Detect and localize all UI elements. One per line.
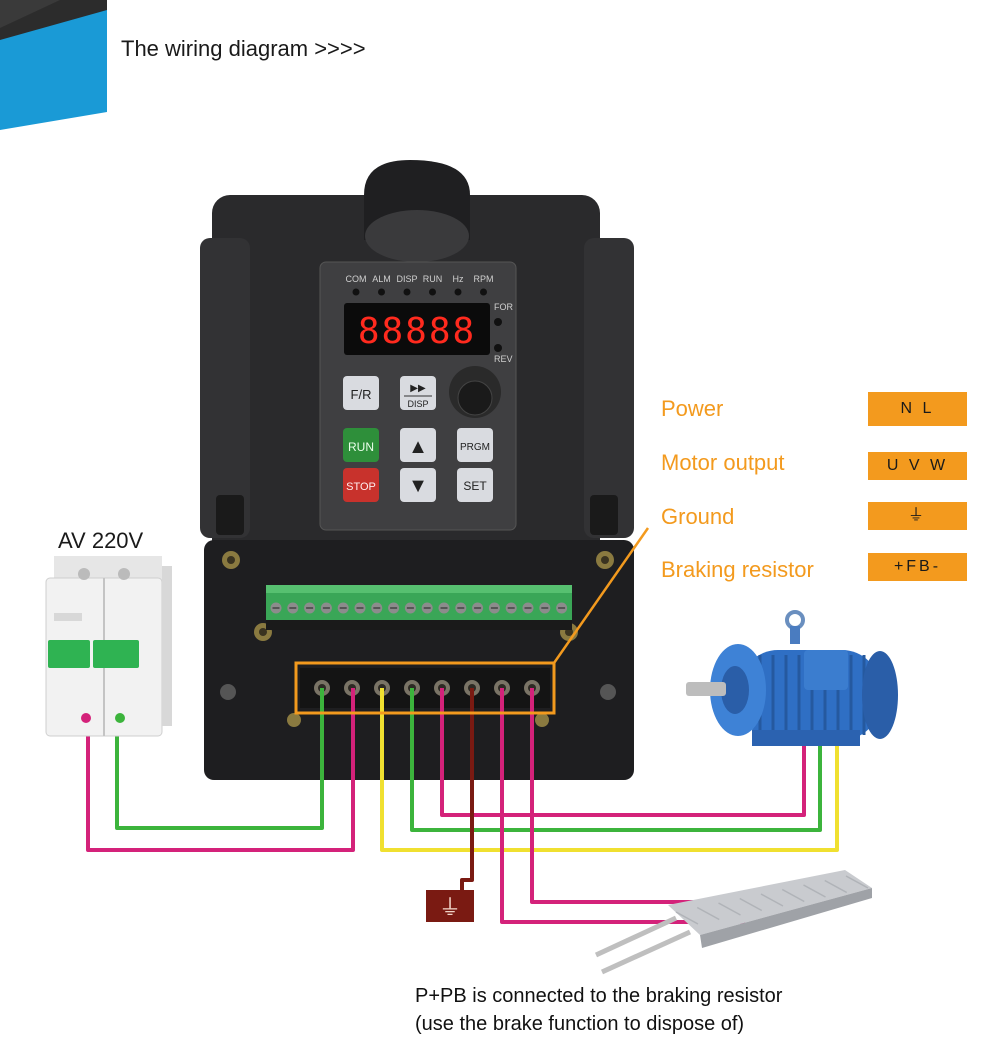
indicator-label-alm: ALM: [372, 274, 391, 284]
wire-motor-w: [440, 688, 806, 817]
fast-forward-icon: ▶▶: [410, 383, 426, 394]
speed-knob[interactable]: [449, 366, 501, 418]
indicator-for: FOR: [494, 302, 513, 312]
page-title: The wiring diagram >>>>: [121, 36, 366, 61]
indicator-led: [454, 288, 462, 296]
wire-power-n: [115, 688, 324, 830]
fr-button-label: F/R: [351, 387, 372, 402]
legend-label-braking-resistor: Braking resistor: [661, 557, 814, 582]
braking-note-line2: (use the brake function to dispose of): [415, 1013, 745, 1035]
prgm-button[interactable]: PRGM: [457, 428, 493, 462]
set-button[interactable]: SET: [457, 468, 493, 502]
led-display: 88888: [358, 311, 476, 352]
stop-button-label: STOP: [346, 481, 376, 493]
indicator-led: [378, 288, 385, 296]
indicator-label-disp: DISP: [396, 274, 417, 284]
circuit-breaker: [45, 556, 172, 737]
wire-power-l: [86, 688, 355, 852]
stop-button[interactable]: STOP: [343, 468, 379, 502]
ground-terminal-box: ⏚: [426, 890, 474, 922]
fr-button[interactable]: F/R: [343, 376, 379, 410]
run-button-label: RUN: [348, 440, 374, 454]
up-button[interactable]: ▲: [400, 428, 436, 462]
set-button-label: SET: [463, 479, 487, 493]
indicator-led: [429, 288, 436, 296]
prgm-button-label: PRGM: [460, 442, 490, 453]
braking-note-line1: P+PB is connected to the braking resisto…: [415, 985, 783, 1007]
ground-symbol-icon: ⏚: [439, 895, 461, 920]
wire-brake-pb: [530, 688, 745, 904]
disp-button[interactable]: ▶▶ DISP: [400, 376, 436, 410]
power-terminal-block: [300, 668, 550, 708]
legend-code-motor-output: U V W: [868, 452, 967, 480]
indicator-label-hz: Hz: [453, 274, 464, 284]
indicator-led: [403, 288, 411, 296]
indicator-rev: REV: [494, 354, 513, 364]
wire-motor-v: [410, 688, 822, 832]
indicator-led: [352, 288, 360, 296]
run-button[interactable]: RUN: [343, 428, 379, 462]
legend-label-ground: Ground: [661, 504, 735, 529]
legend-code-ground-icon: ⏚: [868, 502, 967, 530]
up-arrow-icon: ▲: [408, 436, 428, 458]
indicator-label-rpm: RPM: [474, 274, 494, 284]
legend-code-braking-resistor: +FB-: [868, 553, 967, 581]
down-arrow-icon: ▼: [408, 475, 428, 497]
control-terminal-strip: [266, 585, 572, 630]
down-button[interactable]: ▼: [400, 468, 436, 502]
terminal-callout: [294, 527, 650, 715]
header-decoration: [0, 0, 107, 130]
braking-note: P+PB is connected to the braking resisto…: [415, 982, 782, 1038]
breaker-label: AV 220V: [58, 528, 144, 553]
disp-button-label: DISP: [407, 399, 428, 409]
inverter-screws: [220, 551, 616, 727]
indicator-led: [480, 288, 487, 296]
electric-motor: [686, 610, 898, 746]
indicator-label-com: COM: [346, 274, 367, 284]
panel-side-indicators: FOR REV: [494, 302, 513, 364]
braking-resistor: [594, 870, 872, 975]
legend-label-power: Power: [661, 396, 724, 421]
legend-code-power: N L: [868, 392, 967, 426]
legend-label-motor-output: Motor output: [661, 450, 785, 475]
indicator-label-run: RUN: [423, 274, 443, 284]
wire-motor-u: [380, 688, 839, 852]
